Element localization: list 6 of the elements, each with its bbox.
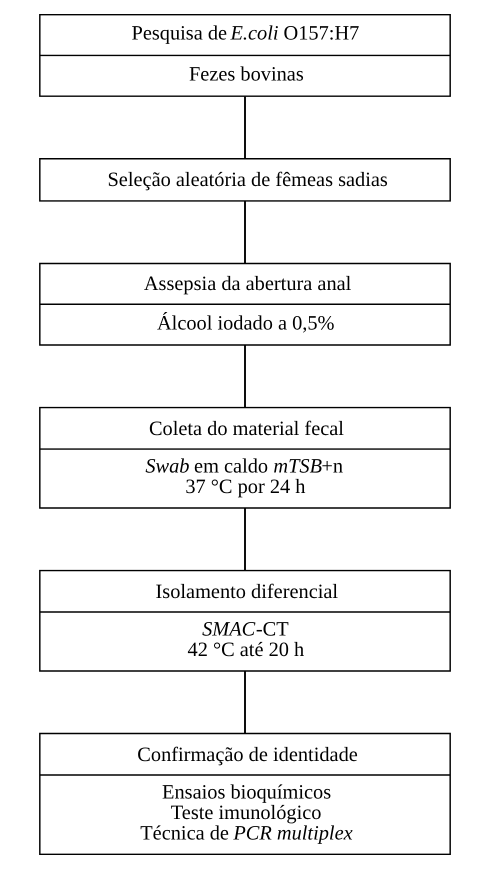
node-box: Seleção aleatória de fêmeas sadias (39, 158, 451, 202)
connector (244, 671, 246, 734)
connector (244, 96, 246, 159)
connector (244, 345, 246, 408)
connector (244, 201, 246, 264)
connector (244, 508, 246, 570)
